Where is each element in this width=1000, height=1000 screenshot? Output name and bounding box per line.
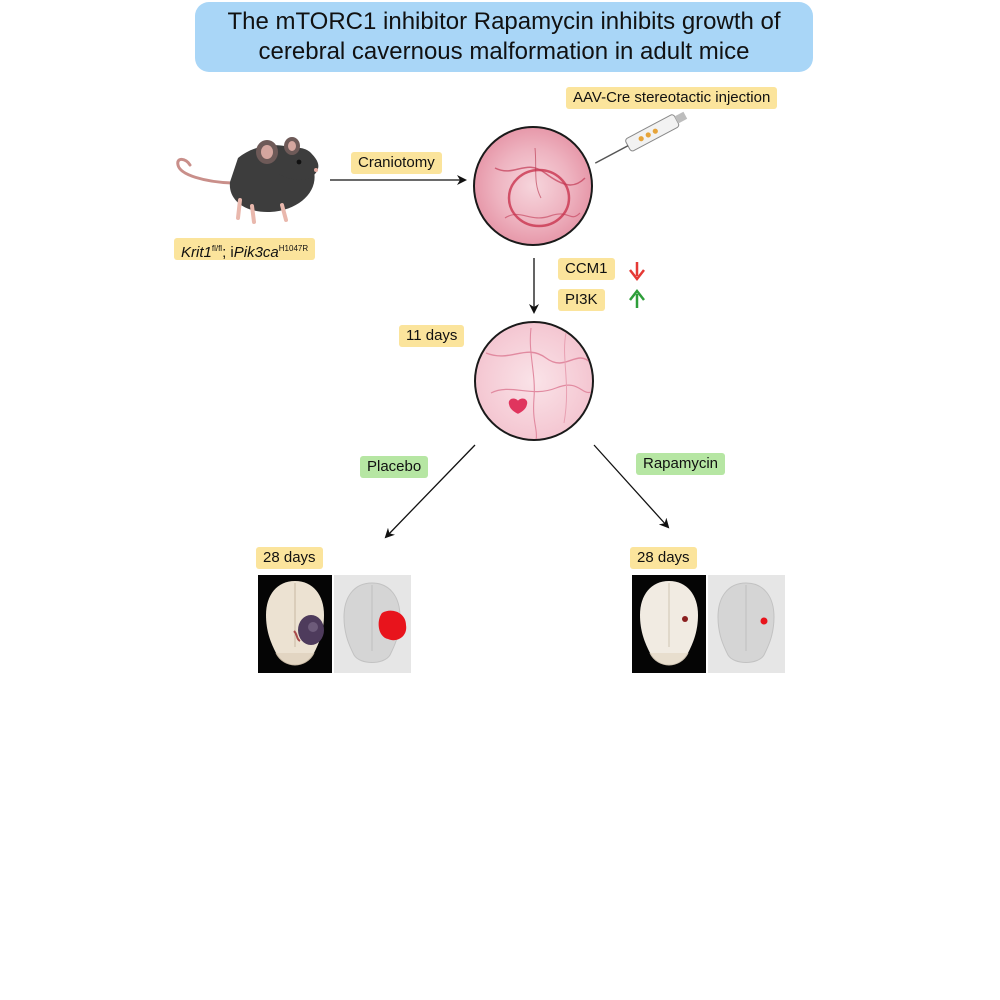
placebo-lesion-map-drawing xyxy=(343,582,407,663)
gene-krit1-allele: fl/fl xyxy=(211,244,223,253)
title-line-2: cerebral cavernous malformation in adult… xyxy=(258,38,750,65)
label-aav-cre-injection: AAV-Cre stereotactic injection xyxy=(566,87,778,109)
label-genotype: Krit1fl/fl; iPik3caH1047R xyxy=(174,238,316,261)
day11-vessels xyxy=(485,327,592,439)
label-craniotomy: Craniotomy xyxy=(351,152,442,174)
gene-pik3ca-allele: H1047R xyxy=(278,244,309,253)
arrow-rapamycin xyxy=(593,444,670,529)
gene-pik3ca: Pik3ca xyxy=(233,244,279,261)
genotype-separator: ; i xyxy=(222,244,234,261)
arrow-down-icon xyxy=(629,262,645,282)
label-11-days: 11 days xyxy=(399,325,465,347)
mouse-illustration xyxy=(176,137,319,224)
syringe-icon xyxy=(594,111,688,164)
label-28-days-placebo: 28 days xyxy=(256,547,323,569)
rapamycin-brain-photo xyxy=(632,575,706,673)
rapamycin-lesion-map xyxy=(708,575,785,673)
rapamycin-brain-drawing xyxy=(640,581,698,666)
label-ccm1: CCM1 xyxy=(558,258,615,280)
placebo-brain-photo xyxy=(258,575,332,673)
arrow-placebo xyxy=(384,444,476,539)
placebo-brain-drawing xyxy=(266,581,324,666)
label-28-days-rapamycin: 28 days xyxy=(630,547,697,569)
arrow-up-icon xyxy=(629,288,645,308)
day11-window-image xyxy=(474,321,594,441)
placebo-lesion-map xyxy=(334,575,411,673)
label-placebo: Placebo xyxy=(360,456,429,478)
title-line-1: The mTORC1 inhibitor Rapamycin inhibits … xyxy=(227,8,781,35)
craniotomy-window-image xyxy=(473,126,593,246)
label-pi3k: PI3K xyxy=(558,289,605,311)
label-rapamycin: Rapamycin xyxy=(636,453,726,475)
gene-krit1: Krit1 xyxy=(181,244,212,261)
craniotomy-vessels xyxy=(494,147,586,228)
rapamycin-lesion-map-drawing xyxy=(717,582,775,663)
title-banner: The mTORC1 inhibitor Rapamycin inhibits … xyxy=(195,2,813,72)
